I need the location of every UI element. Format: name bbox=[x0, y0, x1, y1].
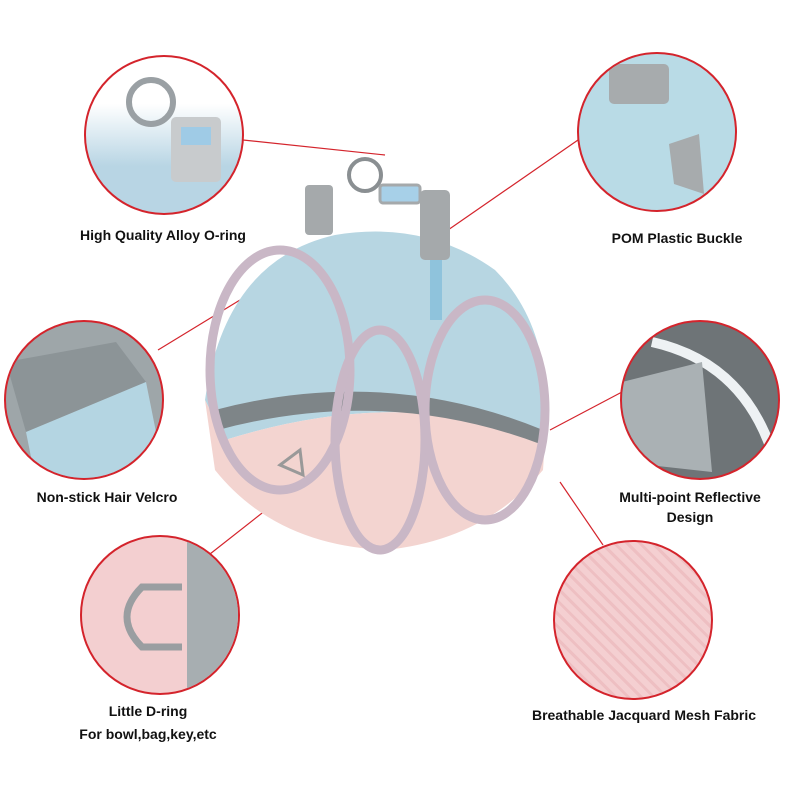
label-reflective-2: Design bbox=[666, 509, 714, 525]
connector-buckle bbox=[447, 139, 579, 231]
buckle-icon bbox=[609, 64, 669, 104]
connector-velcro bbox=[157, 299, 241, 351]
o-ring-icon bbox=[126, 77, 176, 127]
connector-o-ring bbox=[242, 139, 386, 156]
detail-circle-o-ring bbox=[84, 55, 244, 215]
d-ring-icon bbox=[123, 583, 182, 651]
velcro-icon bbox=[6, 342, 146, 432]
harness-image bbox=[205, 157, 550, 555]
label-d-ring-1: Little D-ring bbox=[108, 703, 188, 719]
detail-circle-buckle bbox=[577, 52, 737, 212]
label-velcro: Non-stick Hair Velcro bbox=[36, 489, 178, 505]
label-d-ring-2: For bowl,bag,key,etc bbox=[79, 726, 217, 742]
detail-circle-d-ring bbox=[80, 535, 240, 695]
connector-reflective bbox=[549, 391, 623, 431]
detail-circle-mesh bbox=[553, 540, 713, 700]
detail-circle-velcro bbox=[4, 320, 164, 480]
label-buckle: POM Plastic Buckle bbox=[611, 230, 743, 246]
label-mesh: Breathable Jacquard Mesh Fabric bbox=[531, 707, 757, 723]
reflective-strip-icon bbox=[650, 337, 777, 454]
detail-circle-reflective bbox=[620, 320, 780, 480]
label-reflective-1: Multi-point Reflective bbox=[619, 489, 761, 505]
label-o-ring: High Quality Alloy O-ring bbox=[80, 227, 246, 243]
connector-mesh bbox=[559, 481, 604, 546]
